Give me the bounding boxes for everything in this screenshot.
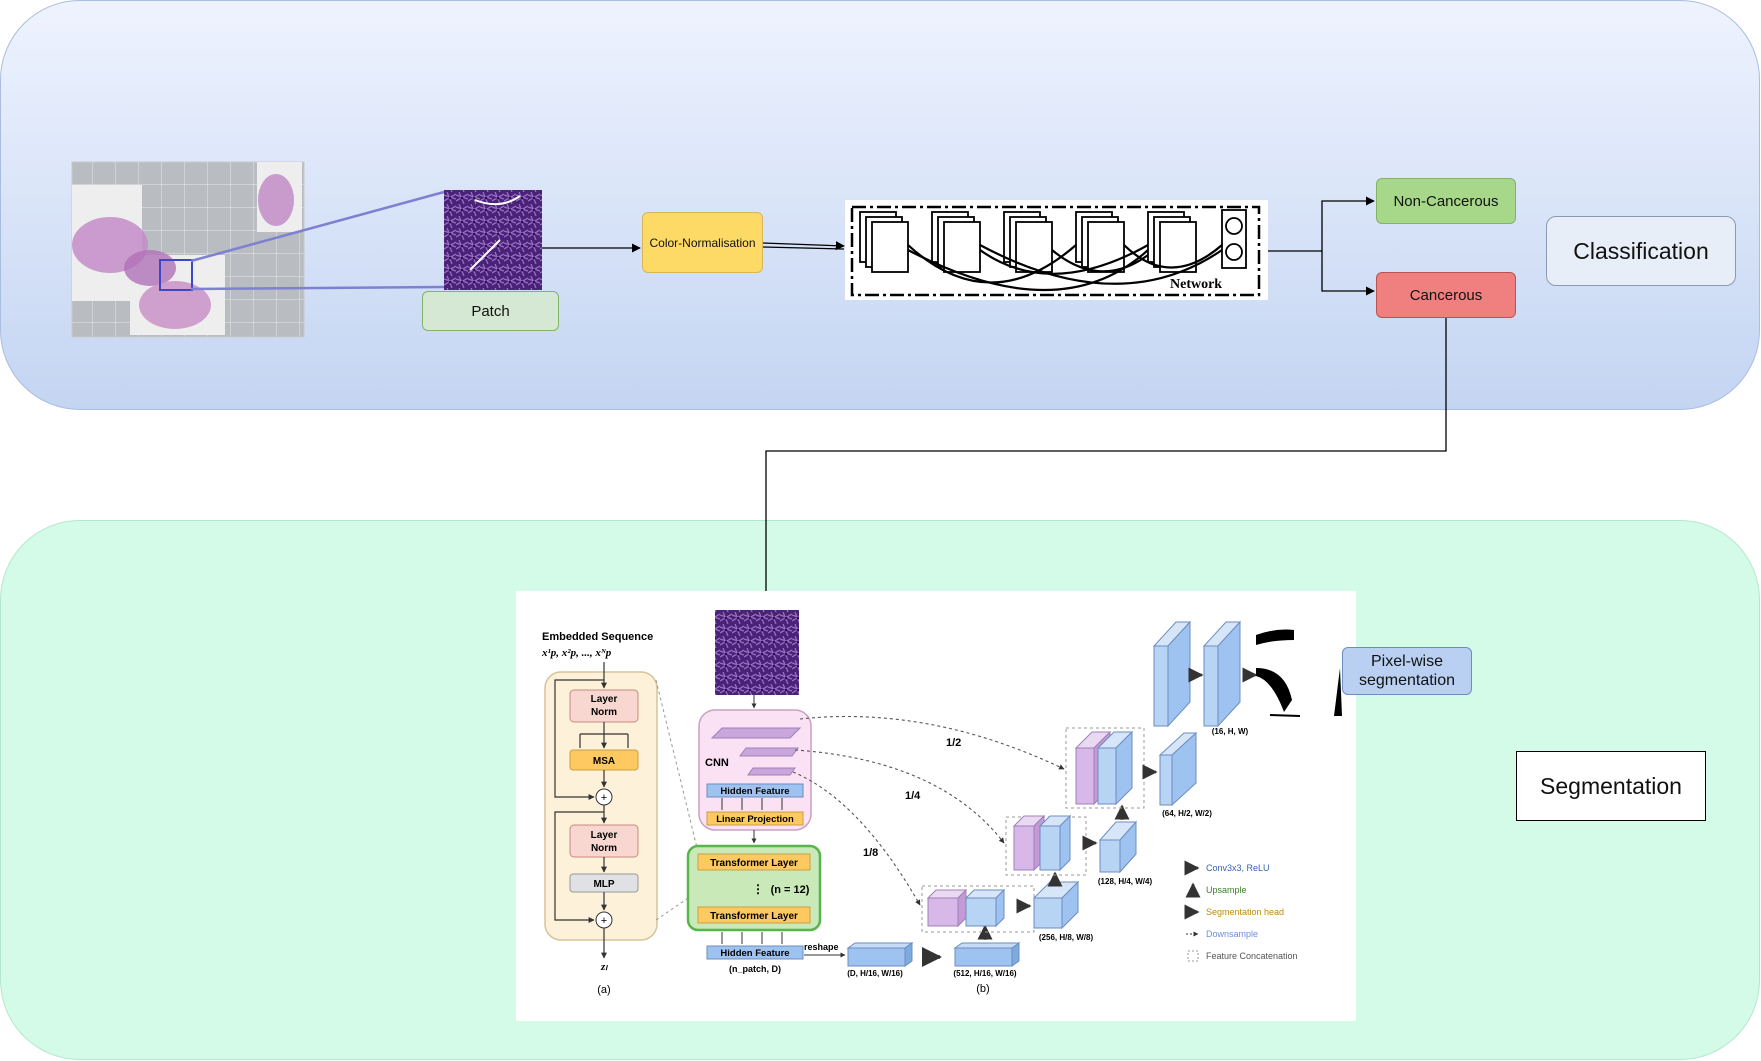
svg-text:Norm: Norm xyxy=(591,843,617,854)
panel-a-label: (a) xyxy=(597,984,610,996)
mlp-label: MLP xyxy=(593,879,614,890)
dim-16-label: (16, H, W) xyxy=(1212,727,1249,736)
decoder-legend: Conv3x3, ReLU Upsample Segmentation head… xyxy=(1184,860,1298,962)
dim-512-label: (512, H/16, W/16) xyxy=(953,969,1016,978)
patch-label: Patch xyxy=(422,291,559,331)
zoom-line-bottom xyxy=(190,285,445,291)
svg-text:Norm: Norm xyxy=(591,707,617,718)
dim-64-label: (64, H/2, W/2) xyxy=(1162,809,1212,818)
segmentation-label: Segmentation xyxy=(1516,751,1706,821)
z-label: zₗ xyxy=(600,961,608,973)
legend-conv: Conv3x3, ReLU xyxy=(1206,863,1270,873)
legend-concat: Feature Concatenation xyxy=(1206,951,1298,961)
arrow-to-non-cancerous xyxy=(1268,196,1375,252)
scale-eighth-label: 1/8 xyxy=(863,847,878,859)
dim-128-label: (128, H/4, W/4) xyxy=(1098,877,1153,886)
scale-half-label: 1/2 xyxy=(946,737,961,749)
dim-d-label: (D, H/16, W/16) xyxy=(847,969,903,978)
arrow-norm-to-network xyxy=(762,241,845,251)
n-patch-label: (n_patch, D) xyxy=(729,964,781,974)
svg-text:+: + xyxy=(601,792,607,804)
network-diagram: Network xyxy=(845,200,1268,300)
dim-256-label: (256, H/8, W/8) xyxy=(1039,933,1094,942)
transformer-layer-bottom: Transformer Layer xyxy=(710,911,798,922)
svg-text:⋮: ⋮ xyxy=(752,882,764,896)
linear-projection-label: Linear Projection xyxy=(716,814,794,825)
non-cancerous-box: Non-Cancerous xyxy=(1376,178,1516,224)
transformer-layer-top: Transformer Layer xyxy=(710,858,798,869)
svg-text:Layer: Layer xyxy=(591,694,618,705)
arrow-cancerous-to-segmentation xyxy=(761,318,1447,601)
scale-quarter-label: 1/4 xyxy=(905,790,921,802)
arrow-to-cancerous xyxy=(1321,251,1375,296)
classification-label: Classification xyxy=(1546,216,1736,286)
hidden-feature-top: Hidden Feature xyxy=(720,786,789,797)
svg-text:+: + xyxy=(601,915,607,927)
hidden-feature-bottom: Hidden Feature xyxy=(720,948,789,959)
pixel-wise-segmentation-box: Pixel-wise segmentation xyxy=(1342,647,1472,695)
msa-label: MSA xyxy=(593,756,615,767)
sequence-formula: x¹p, x²p, ..., xᴺp xyxy=(541,647,612,659)
segmentation-input-image xyxy=(715,610,799,695)
color-normalisation-box: Color-Normalisation xyxy=(642,212,763,273)
cancerous-box: Cancerous xyxy=(1376,272,1516,318)
legend-seg-head: Segmentation head xyxy=(1206,907,1284,917)
svg-text:Layer: Layer xyxy=(591,830,618,841)
cnn-label: CNN xyxy=(705,757,729,769)
reshape-label: reshape xyxy=(804,942,839,952)
whole-slide-image xyxy=(71,161,305,338)
n12-label: (n = 12) xyxy=(771,884,810,896)
cnn-encoder: CNN Hidden Feature Linear Projection Tra… xyxy=(686,610,846,974)
panel-b-label: (b) xyxy=(976,983,989,995)
cup-decoder: (D, H/16, W/16) (512, H/16, W/16) (b) (2… xyxy=(792,620,1342,995)
transformer-detail: Embedded Sequence x¹p, x²p, ..., xᴺp Lay… xyxy=(541,631,701,996)
segmentation-mask xyxy=(1256,629,1294,645)
embedded-sequence-label: Embedded Sequence xyxy=(542,631,653,643)
network-label: Network xyxy=(1170,277,1222,292)
legend-downsample: Downsample xyxy=(1206,929,1258,939)
legend-upsample: Upsample xyxy=(1206,885,1247,895)
patch-image xyxy=(444,190,542,290)
zoom-line-top xyxy=(190,190,445,263)
